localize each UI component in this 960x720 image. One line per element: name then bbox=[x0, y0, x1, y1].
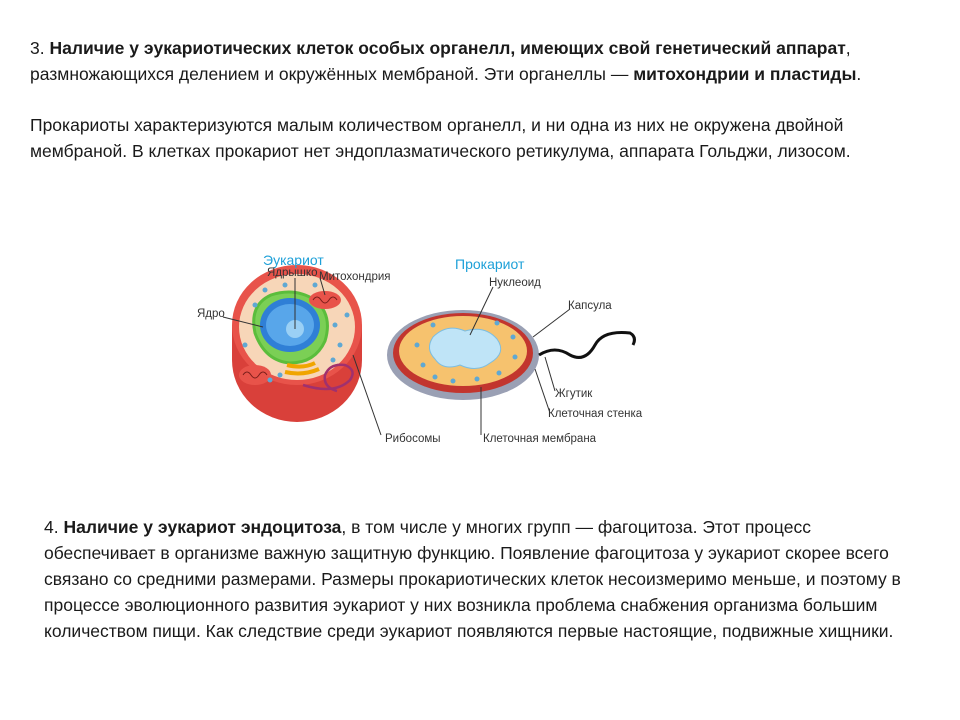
mitochondria-bottom bbox=[239, 365, 271, 385]
section-3-number: 3. bbox=[30, 38, 50, 58]
cell-comparison-diagram: Эукариот Ядрышко Митохондрия Ядро Рибосо… bbox=[197, 252, 643, 445]
section-3-paragraph: 3. Наличие у эукариотических клеток особ… bbox=[30, 35, 910, 87]
label-nucleoid: Нуклеоид bbox=[489, 277, 541, 289]
section-3-text: , размножающихся делением и окружённых м… bbox=[30, 38, 851, 84]
section-4-text: , в том числе у многих групп — фагоцитоз… bbox=[44, 517, 901, 641]
nucleoid-shape bbox=[429, 327, 502, 369]
label-cell-membrane: Клеточная мембрана bbox=[483, 433, 597, 445]
section-3-highlight: митохондрии и пластиды bbox=[633, 64, 857, 84]
eukaryote-cell: Эукариот Ядрышко Митохондрия Ядро Рибосо… bbox=[197, 252, 441, 445]
label-capsule: Капсула bbox=[568, 300, 612, 312]
section-4-heading: Наличие у эукариот эндоцитоза bbox=[63, 517, 342, 537]
section-3-end: . bbox=[856, 64, 862, 84]
label-nucleus: Ядро bbox=[197, 308, 225, 320]
prokaryote-title: Прокариот bbox=[455, 256, 525, 272]
flagellum-shape bbox=[538, 331, 636, 359]
prokaryote-cell: Прокариот Нуклеоид Капсула Жгутик Клеточ… bbox=[387, 256, 643, 445]
label-nucleolus: Ядрышко bbox=[267, 267, 317, 279]
label-mitochondria: Митохондрия bbox=[319, 271, 391, 283]
prokaryote-paragraph: Прокариоты характеризуются малым количес… bbox=[30, 115, 851, 161]
eukaryote-title: Эукариот bbox=[263, 252, 324, 268]
section-4-number: 4. bbox=[44, 517, 64, 537]
section-3-heading: Наличие у эукариотических клеток особых … bbox=[49, 38, 846, 58]
label-flagellum: Жгутик bbox=[555, 388, 593, 400]
section-4-paragraph: 4. Наличие у эукариот эндоцитоза, в том … bbox=[44, 514, 924, 644]
label-ribosomes: Рибосомы bbox=[385, 433, 441, 445]
label-cell-wall: Клеточная стенка bbox=[548, 408, 643, 420]
mitochondria-top bbox=[309, 291, 341, 309]
